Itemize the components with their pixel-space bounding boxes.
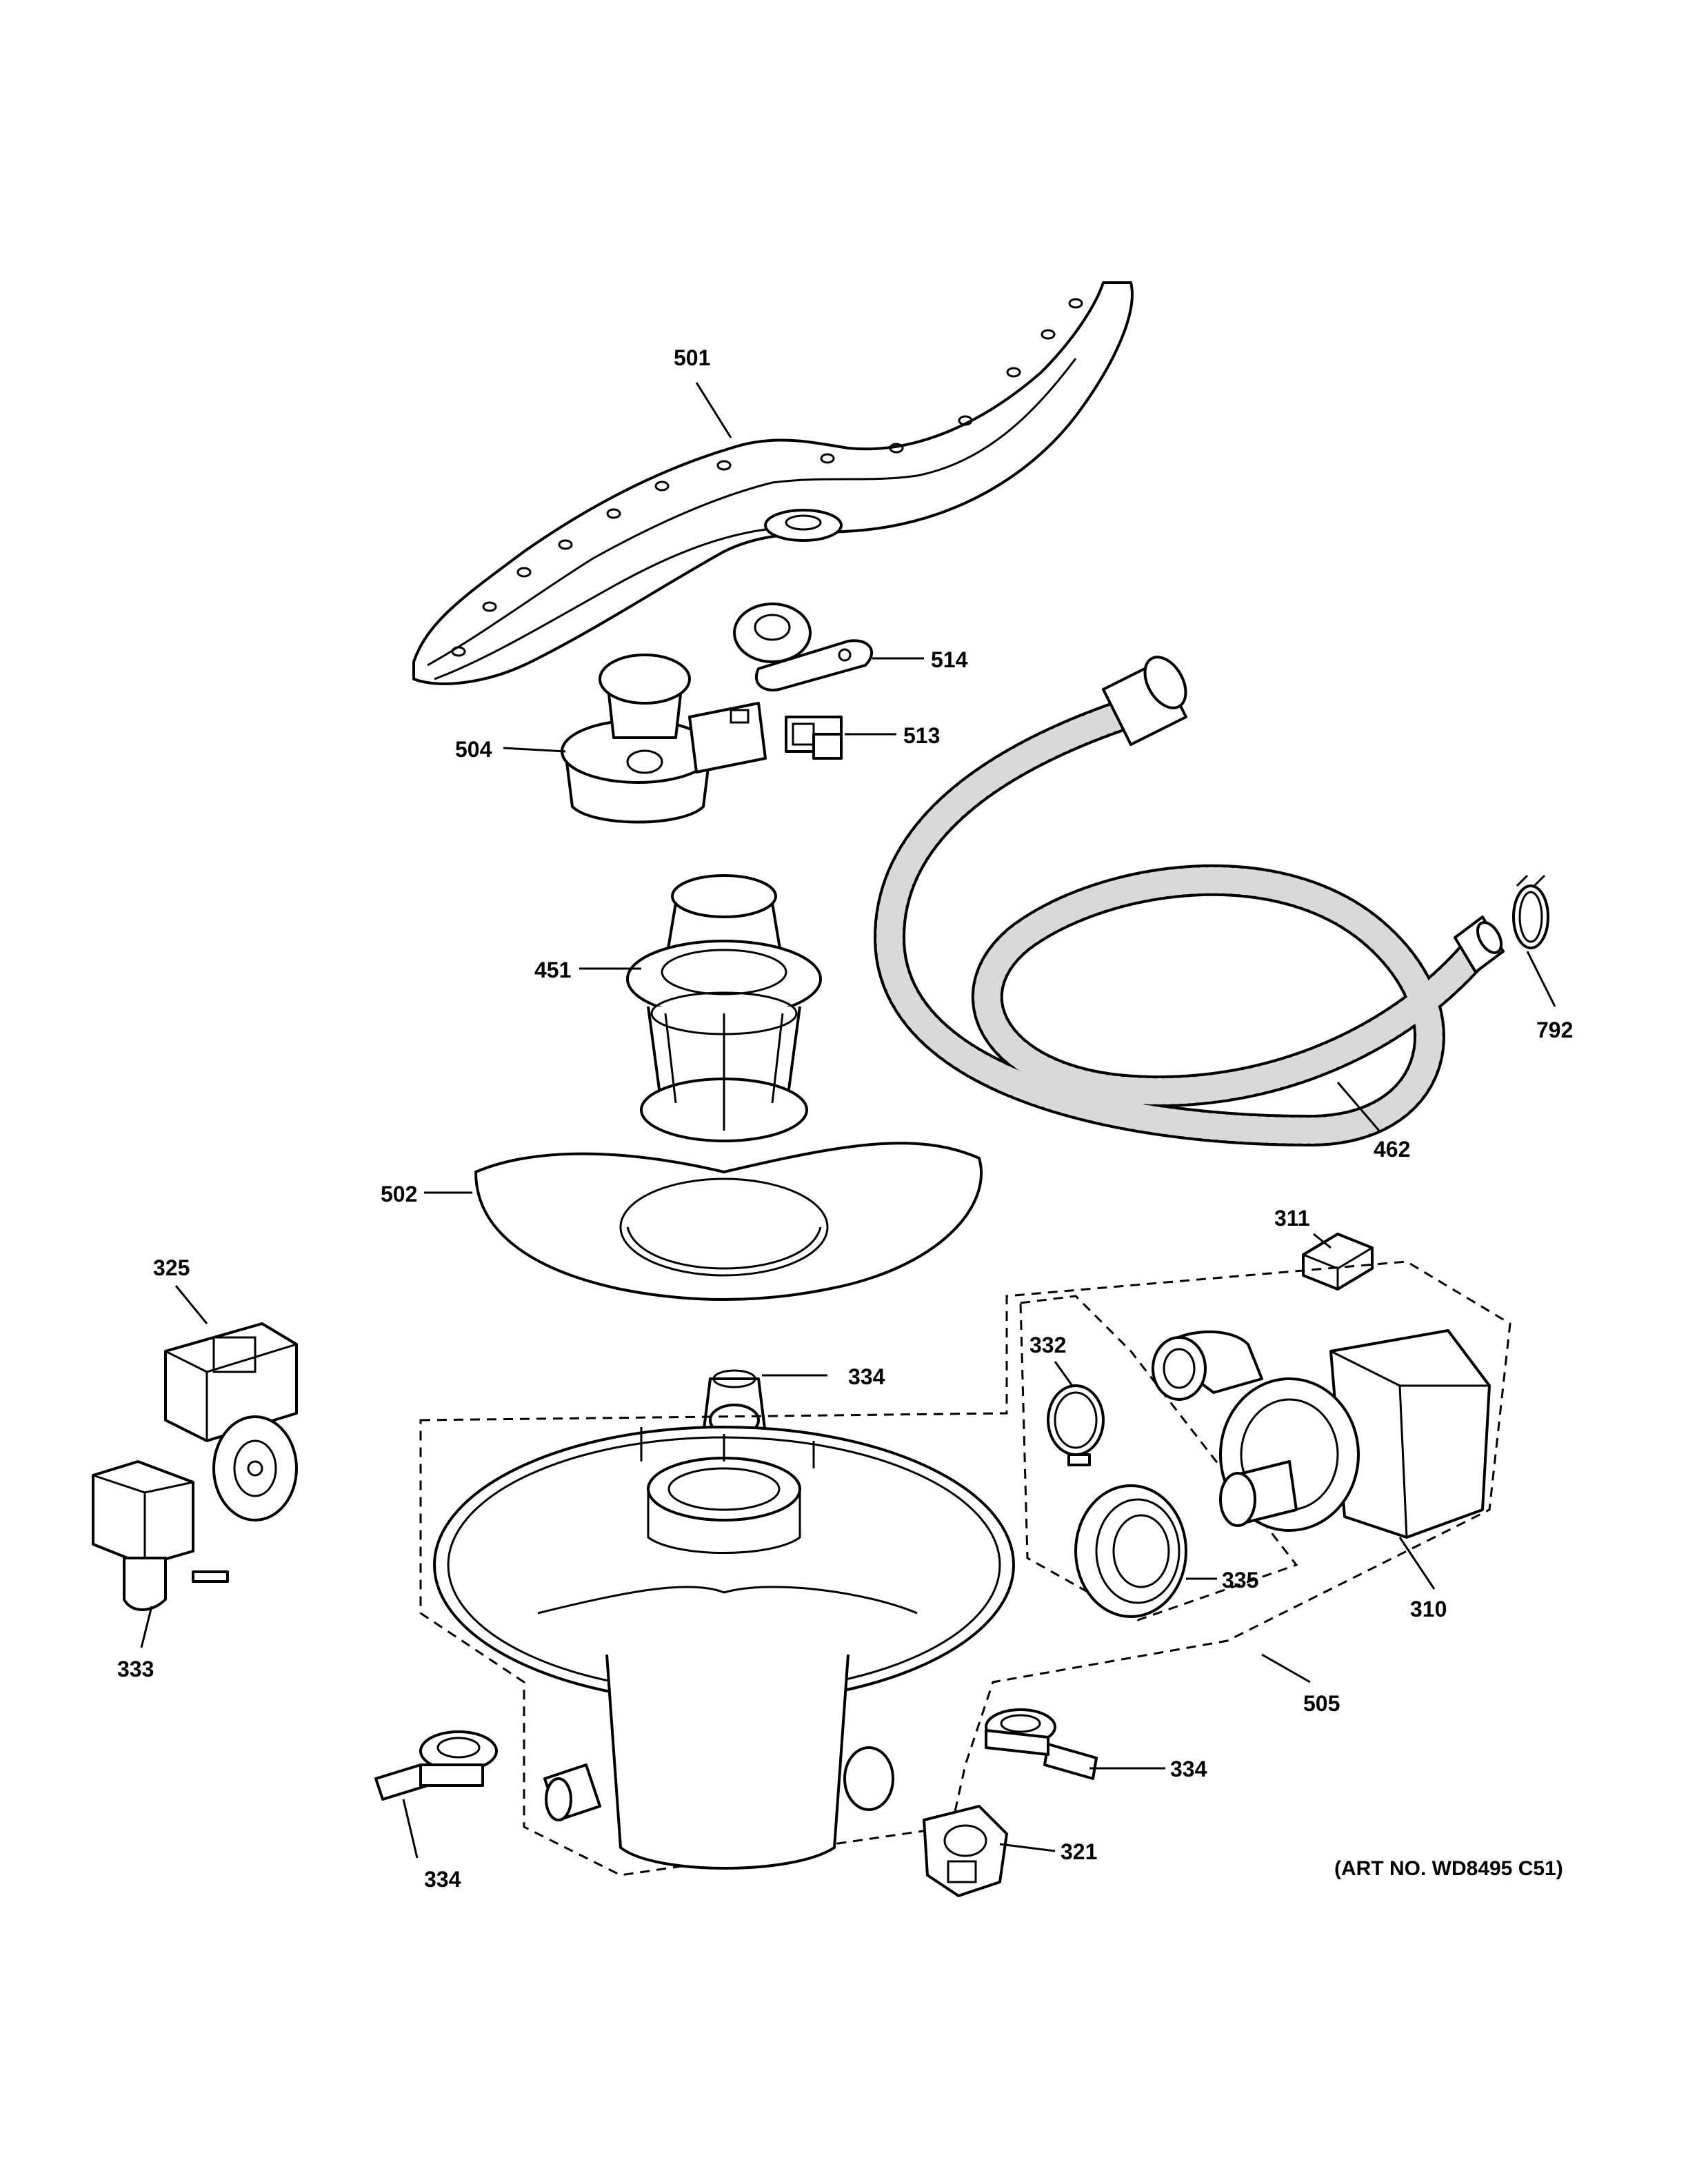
spray-arm-mount-504 — [561, 654, 767, 824]
sensor-321 — [923, 1805, 1008, 1897]
part-labels: 501 514 513 504 451 792 462 502 311 325 … — [117, 345, 1573, 1892]
diverter-disc-514 — [733, 603, 874, 691]
clip-334-left — [374, 1730, 498, 1801]
label-502: 502 — [381, 1182, 417, 1206]
label-505: 505 — [1303, 1691, 1340, 1716]
spray-holes — [451, 298, 1083, 657]
circulation-pump-310 — [1152, 1329, 1491, 1539]
label-334-right: 334 — [1170, 1757, 1207, 1781]
clamp-ring-332 — [1047, 1384, 1105, 1466]
label-514: 514 — [931, 647, 968, 672]
label-321: 321 — [1061, 1839, 1097, 1864]
label-335: 335 — [1222, 1568, 1258, 1593]
label-501: 501 — [674, 345, 710, 370]
label-792: 792 — [1536, 1018, 1573, 1042]
filter-assembly-451 — [626, 874, 822, 1142]
filter-plate-502 — [474, 1142, 983, 1301]
label-332: 332 — [1029, 1333, 1066, 1357]
drain-pump-325 — [164, 1322, 298, 1521]
label-451: 451 — [534, 958, 571, 982]
label-334-left: 334 — [424, 1867, 461, 1892]
spray-arm-501 — [412, 281, 1134, 685]
sump-505 — [433, 1426, 1015, 1870]
valve-333 — [92, 1460, 229, 1611]
clip-334-right — [985, 1708, 1098, 1780]
label-311: 311 — [1274, 1206, 1310, 1231]
label-462: 462 — [1374, 1137, 1410, 1162]
hose-clamp-792 — [1512, 874, 1549, 949]
clip-334-top — [702, 1369, 767, 1437]
leader-lines — [140, 382, 1556, 1859]
pump-subassembly-outline — [1019, 1295, 1298, 1621]
sump-assembly-outline — [419, 1260, 1511, 1877]
label-504: 504 — [455, 737, 492, 762]
label-333: 333 — [117, 1657, 154, 1681]
label-513: 513 — [903, 723, 940, 748]
art-number: (ART NO. WD8495 C51) — [1334, 1857, 1563, 1880]
connector-513 — [785, 716, 843, 760]
drain-hose-462 — [873, 656, 1505, 1147]
seal-335 — [1074, 1484, 1187, 1618]
label-334-top: 334 — [848, 1364, 885, 1389]
label-310: 310 — [1410, 1597, 1447, 1621]
small-block-311 — [1302, 1233, 1374, 1291]
label-325: 325 — [153, 1255, 190, 1280]
